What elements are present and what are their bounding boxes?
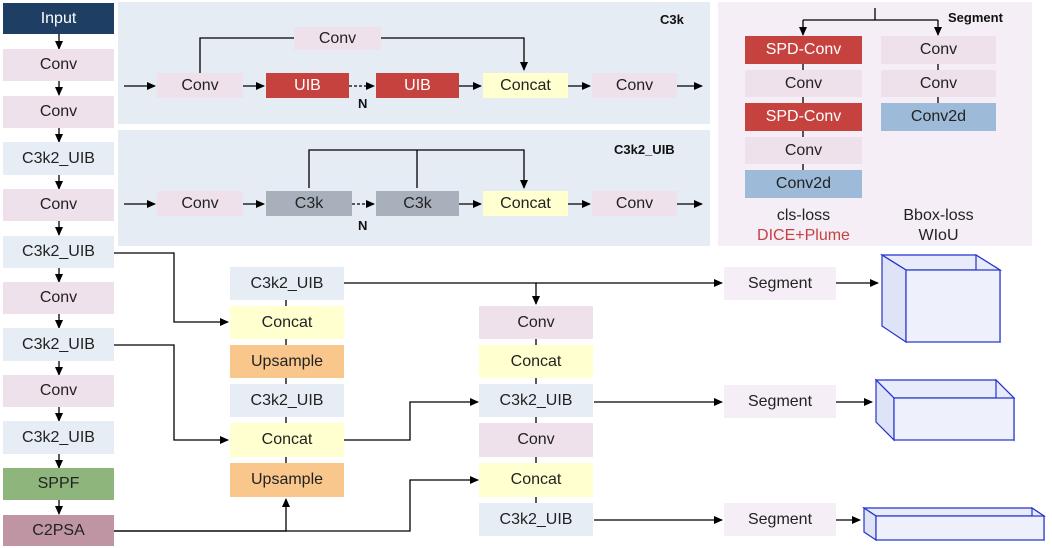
backbone-c3k2-uib-4: C3k2_UIB	[3, 421, 114, 454]
output-cube-large	[879, 253, 1003, 344]
neck-concat-2: Concat	[230, 423, 344, 457]
seg-right-conv-2: Conv	[881, 70, 996, 97]
c2psa-block: C2PSA	[3, 515, 114, 546]
c3k-uib-2: UIB	[376, 73, 459, 98]
c3k2-concat: Concat	[483, 191, 568, 216]
c3k2-uib-panel-title: C3k2_UIB	[614, 142, 675, 157]
neck-right-c3k2-uib-2: C3k2_UIB	[479, 503, 593, 536]
bbox-loss-label: Bbox-loss	[903, 207, 974, 224]
c3k-conv-top: Conv	[294, 27, 381, 50]
seg-right-conv-1: Conv	[881, 36, 996, 64]
neck-upsample-2: Upsample	[230, 463, 344, 497]
backbone-c3k2-uib-3: C3k2_UIB	[3, 328, 114, 361]
seg-left-spd-conv-2: SPD-Conv	[745, 103, 862, 131]
segment-head-1: Segment	[724, 267, 836, 300]
output-cube-small	[862, 506, 1046, 542]
cls-loss-label: cls-loss	[776, 207, 831, 224]
input-block: Input	[3, 3, 114, 34]
bbox-loss-type: WIoU	[918, 227, 959, 244]
c3k-conv-out: Conv	[592, 73, 677, 98]
neck-right-c3k2-uib-1: C3k2_UIB	[479, 384, 593, 417]
neck-right-conv-2: Conv	[479, 423, 593, 457]
c3k-concat: Concat	[483, 73, 568, 98]
c3k-conv-in: Conv	[157, 73, 243, 98]
neck-c3k2-uib-mid: C3k2_UIB	[230, 384, 344, 417]
neck-right-conv-1: Conv	[479, 306, 593, 339]
neck-right-concat-2: Concat	[479, 463, 593, 497]
seg-left-conv2d: Conv2d	[745, 170, 862, 198]
seg-left-conv-1: Conv	[745, 70, 862, 97]
c3k2-repeat-n-label: N	[358, 218, 368, 233]
seg-right-conv2d: Conv2d	[881, 103, 996, 131]
backbone-conv-5: Conv	[3, 375, 114, 407]
cls-loss-type: DICE+Plume	[757, 227, 850, 244]
sppf-block: SPPF	[3, 468, 114, 500]
c3k2-c3k-2: C3k	[376, 191, 459, 216]
segment-panel-title: Segment	[948, 10, 1003, 25]
c3k-panel-title: C3k	[660, 12, 684, 27]
seg-left-conv-2: Conv	[745, 137, 862, 164]
segment-head-3: Segment	[724, 503, 836, 536]
neck-right-concat-1: Concat	[479, 345, 593, 378]
c3k2-c3k-1: C3k	[266, 191, 352, 216]
output-cube-medium	[874, 378, 1016, 442]
c3k2-conv-out: Conv	[592, 191, 677, 216]
backbone-conv-1: Conv	[3, 49, 114, 81]
backbone-conv-2: Conv	[3, 96, 114, 128]
c3k-uib-1: UIB	[266, 73, 349, 98]
c3k2-conv-in: Conv	[157, 191, 243, 216]
c3k-panel	[118, 2, 710, 124]
segment-head-2: Segment	[724, 385, 836, 418]
c3k-repeat-n-label: N	[358, 96, 368, 111]
c3k2-uib-panel	[118, 130, 710, 246]
neck-upsample-1: Upsample	[230, 345, 344, 378]
neck-c3k2-uib-top: C3k2_UIB	[230, 267, 344, 300]
backbone-c3k2-uib-1: C3k2_UIB	[3, 142, 114, 175]
backbone-conv-4: Conv	[3, 282, 114, 314]
backbone-c3k2-uib-2: C3k2_UIB	[3, 236, 114, 268]
seg-left-spd-conv-1: SPD-Conv	[745, 36, 862, 64]
neck-concat-1: Concat	[230, 306, 344, 339]
backbone-conv-3: Conv	[3, 189, 114, 221]
